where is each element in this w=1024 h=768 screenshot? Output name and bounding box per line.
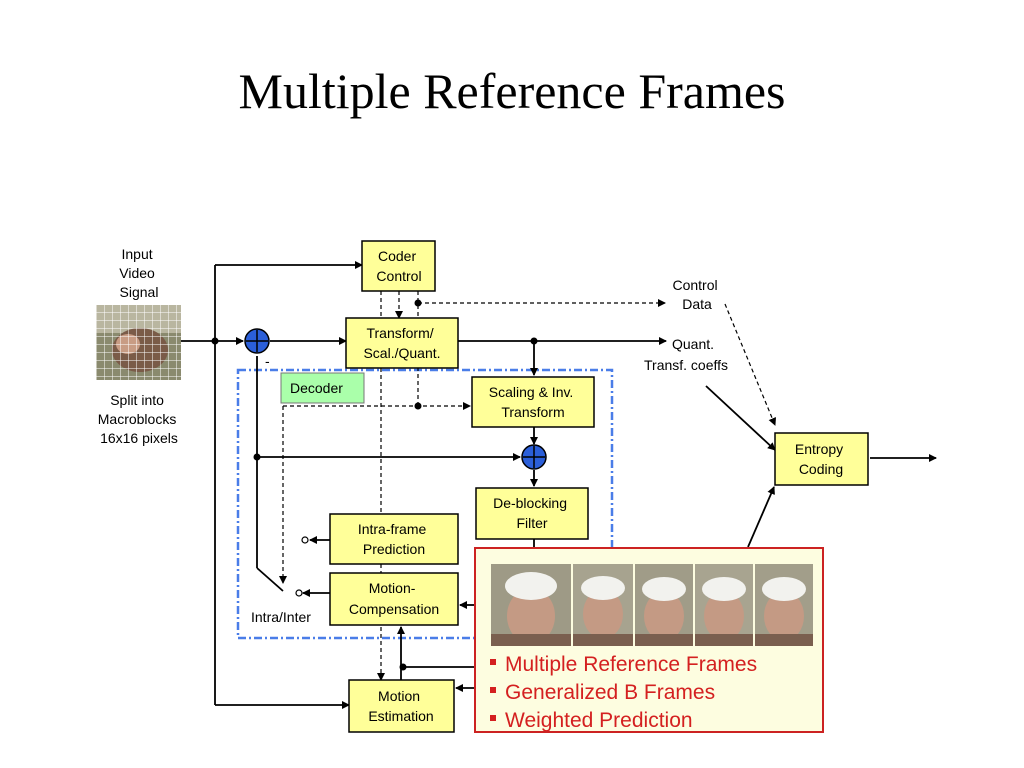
scaling-inverse-transform-label: Scaling & Inv. Transform — [489, 384, 577, 420]
bullet-item: Multiple Reference Frames — [490, 651, 757, 679]
motion-compensation-box — [329, 572, 459, 626]
deblocking-filter-label: De-blocking Filter — [493, 495, 571, 531]
motion-estimation-label: Motion Estimation — [368, 688, 433, 724]
transform-box — [345, 317, 459, 369]
decoder-label-box — [280, 372, 365, 404]
bullet-item: Weighted Prediction — [490, 707, 757, 735]
split-macroblocks-label: Split into Macroblocks 16x16 pixels — [98, 392, 180, 446]
decoder-label: Decoder — [290, 380, 343, 396]
deblocking-filter-box — [475, 487, 589, 540]
intra-prediction-label: Intra-frame Prediction — [358, 521, 430, 557]
callout-bullet-list: Multiple Reference Frames Generalized B … — [490, 651, 757, 735]
control-data-label: Control Data — [672, 277, 721, 312]
callout-box: Multiple Reference Frames Generalized B … — [474, 547, 824, 733]
reference-frames-image — [491, 564, 813, 646]
adder-icon — [521, 444, 547, 470]
entropy-coding-box — [774, 432, 869, 486]
switch-terminals — [295, 536, 309, 597]
intra-inter-label: Intra/Inter — [251, 609, 311, 625]
slide-title: Multiple Reference Frames — [238, 63, 786, 119]
junction-dots — [211, 299, 538, 671]
coder-control-label: Coder Control — [376, 248, 421, 284]
adder-icon — [244, 328, 270, 354]
minus-sign-label: - — [265, 353, 270, 369]
input-video-signal-label: Input Video Signal — [119, 246, 158, 300]
intra-prediction-box — [329, 513, 459, 565]
quant-coeffs-label: Quant. Transf. coeffs — [644, 336, 728, 373]
motion-compensation-label: Motion- Compensation — [349, 580, 439, 617]
entropy-coding-label: Entropy Coding — [795, 441, 847, 477]
transform-label: Transform/ Scal./Quant. — [363, 325, 440, 361]
bullet-item: Generalized B Frames — [490, 679, 757, 707]
motion-estimation-box — [348, 679, 455, 733]
coder-control-box — [361, 240, 436, 292]
scaling-inverse-transform-box — [471, 376, 595, 428]
input-video-thumbnail — [96, 305, 181, 380]
decoder-region — [236, 368, 614, 640]
